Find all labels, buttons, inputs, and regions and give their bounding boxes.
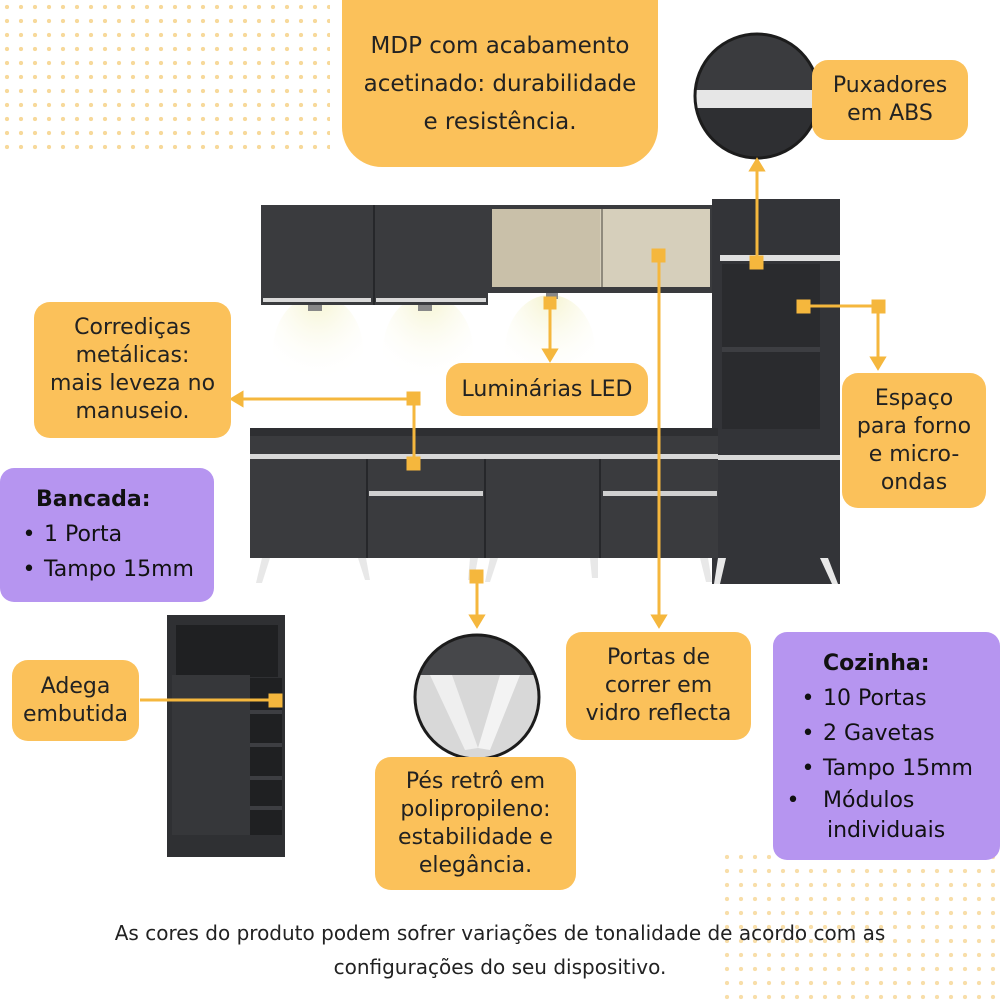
callout-text: Portas de [606, 645, 711, 670]
tall-tower [712, 199, 840, 584]
dot-pattern-bottom-right [720, 850, 1000, 1000]
callout-metal-slides: Corrediças metálicas: mais leveza no man… [34, 302, 231, 438]
disclaimer-line: As cores do produto podem sofrer variaçõ… [114, 921, 886, 945]
dot-pattern-top-left [0, 0, 330, 150]
callout-text: ondas [880, 469, 948, 495]
cozinha-title: Cozinha: [823, 651, 930, 676]
callout-text: mais leveza no [49, 371, 216, 396]
callout-text: manuseio. [75, 399, 190, 424]
callout-text: Puxadores [832, 73, 948, 98]
callout-mdp-finish: MDP com acabamento acetinado: durabilida… [342, 0, 658, 167]
list-item: 1 Porta [18, 517, 214, 552]
callout-text: vidro reflecta [585, 701, 732, 726]
callout-oven-space: Espaço para forno e micro- ondas [842, 373, 986, 508]
callout-text: elegância. [418, 852, 533, 878]
callout-text: Corrediças [74, 315, 191, 340]
callout-led-lights: Luminárias LED [446, 363, 648, 416]
upper-cabinets [261, 205, 713, 311]
callout-text: em ABS [847, 101, 933, 126]
legs-zoom-circle [413, 633, 541, 761]
callout-text: acetinado: durabilidade [363, 70, 637, 97]
bancada-list: 1 Porta Tampo 15mm [18, 517, 214, 587]
lower-cabinets [250, 428, 718, 558]
callout-text: polipropileno: [400, 796, 551, 822]
leader-lines [140, 157, 887, 708]
cozinha-feature-box: Cozinha: 10 Portas 2 Gavetas Tampo 15mm … [773, 632, 1000, 860]
bancada-feature-box: Bancada: 1 Porta Tampo 15mm [0, 468, 214, 602]
callout-abs-handles: Puxadores em ABS [812, 60, 968, 140]
callout-text: metálicas: [75, 343, 190, 368]
callout-text: para forno [856, 413, 972, 439]
handles-zoom-circle [693, 32, 821, 160]
callout-retro-feet: Pés retrô em polipropileno: estabilidade… [375, 757, 576, 890]
list-item: 2 Gavetas [797, 716, 1000, 751]
wine-cabinet [167, 615, 285, 857]
cozinha-list: 10 Portas 2 Gavetas Tampo 15mm Módulos i… [797, 681, 1000, 846]
callout-text: correr em [604, 673, 713, 698]
list-item: Tampo 15mm [797, 751, 1000, 786]
callout-text: Luminárias LED [461, 376, 633, 402]
callout-text: Adega [40, 673, 111, 699]
callout-text: Espaço [874, 385, 954, 411]
list-item: 10 Portas [797, 681, 1000, 716]
bancada-title: Bancada: [36, 487, 151, 512]
callout-sliding-doors: Portas de correr em vidro reflecta [566, 632, 751, 740]
callout-text: e resistência. [423, 108, 577, 135]
color-disclaimer: As cores do produto podem sofrer variaçõ… [0, 916, 1000, 984]
callout-text: MDP com acabamento [370, 32, 630, 59]
callout-text: e micro- [868, 441, 960, 467]
callout-text: embutida [22, 701, 129, 727]
disclaimer-line: configurações do seu dispositivo. [333, 955, 667, 979]
list-item: Módulos individuais [797, 786, 997, 846]
list-item: Tampo 15mm [18, 552, 214, 587]
callout-wine-rack: Adega embutida [12, 660, 139, 741]
callout-text: estabilidade e [398, 824, 553, 850]
callout-text: Pés retrô em [405, 768, 546, 794]
